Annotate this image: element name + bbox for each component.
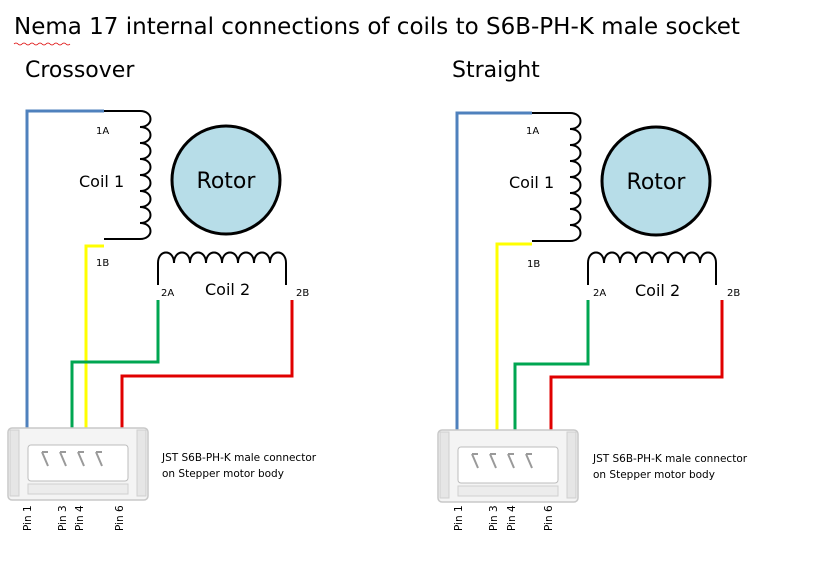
connector-note-line-1: JST S6B-PH-K male connector	[161, 452, 317, 464]
coil-2-winding	[157, 251, 287, 285]
connector-note-line-2: on Stepper motor body	[162, 468, 284, 480]
pin-6-label: Pin 6	[543, 505, 555, 531]
coil-1-label: Coil 1	[79, 172, 124, 191]
rotor-circle	[600, 125, 712, 237]
wire-2b-to-pin-6	[549, 300, 724, 430]
terminal-2b-label: 2B	[727, 288, 740, 299]
terminal-2a-label: 2A	[161, 288, 174, 299]
connector-note-line-1: JST S6B-PH-K male connector	[592, 453, 748, 465]
pin-1-label: Pin 1	[22, 505, 34, 531]
rotor-circle	[170, 124, 282, 236]
terminal-1a-label: 1A	[526, 126, 539, 137]
wire-2a-to-pin-3	[70, 300, 160, 430]
terminal-1a-label: 1A	[96, 126, 109, 137]
pin-3-label: Pin 3	[57, 505, 69, 531]
pin-4-label: Pin 4	[74, 505, 86, 531]
connector-note-line-2: on Stepper motor body	[593, 469, 715, 481]
rotor-label: Rotor	[627, 170, 687, 195]
panel-crossover: Crossover Coil 1 1A 1B Rotor Coil 2 2A 2…	[7, 58, 317, 531]
wire-1a-to-pin-1	[25, 109, 104, 430]
wire-1a-to-pin-1	[455, 111, 532, 430]
pin-4-label: Pin 4	[506, 505, 518, 531]
rotor-label: Rotor	[197, 169, 257, 194]
coil-2-label: Coil 2	[205, 280, 250, 299]
spellcheck-underline	[13, 42, 71, 46]
panel-heading-crossover: Crossover	[25, 58, 135, 83]
terminal-1b-label: 1B	[527, 259, 540, 270]
coil-2-label: Coil 2	[635, 281, 680, 300]
coil-2-winding	[587, 251, 717, 285]
pin-3-label: Pin 3	[488, 505, 500, 531]
panel-heading-straight: Straight	[452, 58, 540, 83]
terminal-1b-label: 1B	[96, 258, 109, 269]
terminal-2b-label: 2B	[296, 288, 309, 299]
jst-connector	[437, 429, 579, 503]
coil-1-label: Coil 1	[509, 173, 554, 192]
wire-1b-to-pin-4	[84, 244, 104, 430]
jst-connector	[7, 427, 149, 501]
coil-1-winding	[532, 112, 582, 242]
pin-1-label: Pin 1	[453, 505, 465, 531]
wire-2b-to-pin-6	[120, 300, 294, 430]
panel-straight: Straight Coil 1 1A 1B Rotor Coil 2 2A 2B…	[437, 58, 748, 531]
page-title: Nema 17 internal connections of coils to…	[14, 14, 740, 40]
wire-1b-to-pin-3	[495, 242, 532, 430]
coil-1-winding	[104, 110, 152, 240]
wire-2a-to-pin-4	[513, 300, 590, 430]
terminal-2a-label: 2A	[593, 288, 606, 299]
pin-6-label: Pin 6	[114, 505, 126, 531]
